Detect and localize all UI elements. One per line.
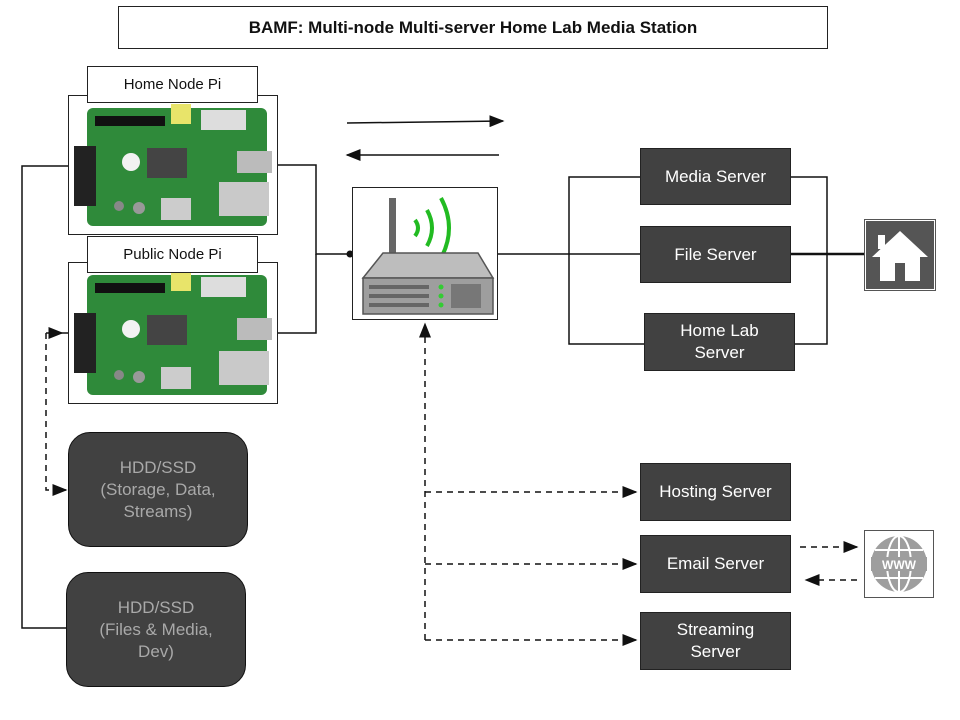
svg-text:WWW: WWW (882, 558, 917, 572)
public-pi-link (276, 254, 317, 334)
home-pi-link (276, 164, 352, 255)
globe-www-icon: WWW (871, 535, 927, 593)
raspberry-pi-board-icon (69, 263, 276, 402)
hdd-files: HDD/SSD (Files & Media, Dev) (66, 572, 246, 687)
home-lab-server: Home Lab Server (644, 313, 795, 371)
hosting-server: Hosting Server (640, 463, 791, 521)
home-node-pi (68, 95, 278, 235)
internet: WWW (864, 530, 934, 598)
house-icon (866, 221, 934, 289)
email-server: Email Server (640, 535, 791, 593)
media-server: Media Server (640, 148, 791, 205)
hdd-storage: HDD/SSD (Storage, Data, Streams) (68, 432, 248, 547)
raspberry-pi-board-icon (69, 96, 276, 233)
home-network (864, 219, 936, 291)
diagram-title: BAMF: Multi-node Multi-server Home Lab M… (118, 6, 828, 49)
hdd-storage-link (45, 332, 68, 496)
public-node-label: Public Node Pi (87, 236, 258, 273)
wifi-router-icon (361, 197, 495, 315)
router (352, 187, 498, 320)
public-node-pi (68, 262, 278, 404)
flow-arrow-right (346, 115, 505, 128)
streaming-server: Streaming Server (640, 612, 791, 670)
junction-dot (346, 250, 354, 258)
home-node-label: Home Node Pi (87, 66, 258, 103)
hdd-files-link (21, 165, 68, 629)
file-server: File Server (640, 226, 791, 283)
